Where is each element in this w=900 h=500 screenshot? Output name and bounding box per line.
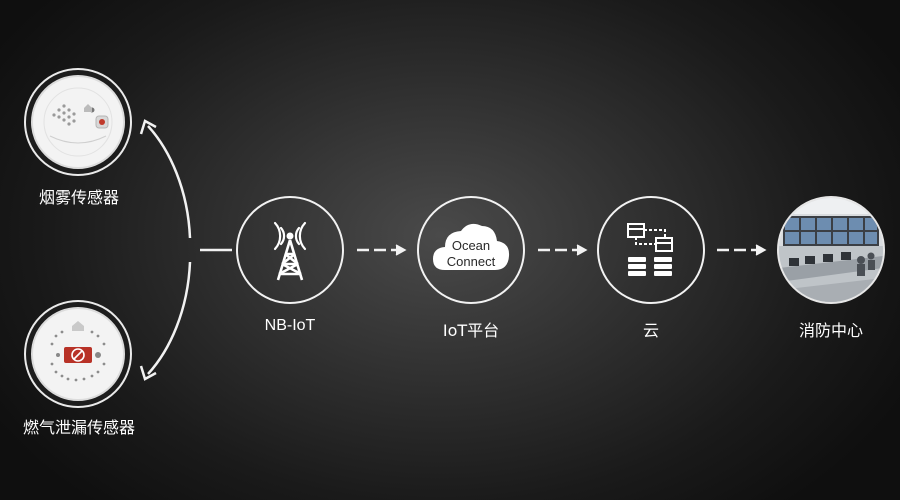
cloud-icon <box>433 223 510 270</box>
cloud-text-line2: Connect <box>446 254 496 269</box>
gas-sensor-label: 燃气泄漏传感器 <box>22 418 135 437</box>
cloud-text-line1: Ocean <box>451 238 491 253</box>
smoke-sensor-label: 烟雾传感器 <box>38 188 119 207</box>
cloud-label: 云 <box>642 321 659 340</box>
arrowhead-platform <box>395 244 407 256</box>
arrow-to-gas-sensor <box>147 261 192 375</box>
fire-center-label: 消防中心 <box>798 321 863 340</box>
arrowhead-cloud <box>576 244 588 256</box>
arrowhead-gas <box>139 365 157 381</box>
gas-detector-icon <box>31 307 125 401</box>
arrow-to-smoke-sensor <box>147 125 192 239</box>
iot-platform-label: IoT平台 <box>442 321 500 340</box>
server-network-icon <box>627 223 673 276</box>
monitoring-room-photo <box>779 198 883 302</box>
nbiot-label: NB-IoT <box>264 317 316 334</box>
tower-antenna-icon <box>273 221 307 281</box>
gas-sensor-node <box>24 300 132 408</box>
iot-platform-node: Ocean Connect <box>417 196 525 304</box>
smoke-detector-icon <box>31 75 125 169</box>
arrowhead-smoke <box>139 119 157 135</box>
arrowhead-center <box>755 244 767 256</box>
cloud-node <box>597 196 705 304</box>
nbiot-node <box>236 196 344 304</box>
smoke-sensor-node <box>24 68 132 176</box>
fire-center-node <box>777 196 885 304</box>
